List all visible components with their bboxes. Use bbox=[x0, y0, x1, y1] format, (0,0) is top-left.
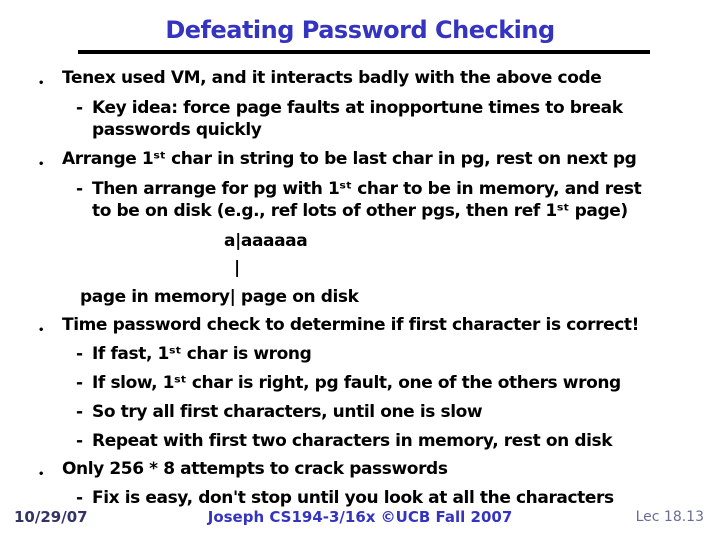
line-text: Tenex used VM, and it interacts badly wi… bbox=[62, 68, 602, 88]
bullet-icon: • bbox=[38, 78, 44, 89]
sub-bullet-item: - Repeat with first two characters in me… bbox=[0, 431, 720, 455]
sub-bullet-item: - Then arrange for pg with 1ˢᵗ char to b… bbox=[0, 179, 720, 203]
line-text: Only 256 * 8 attempts to crack passwords bbox=[62, 459, 448, 479]
line-text: to be on disk (e.g., ref lots of other p… bbox=[92, 201, 628, 221]
line-text: passwords quickly bbox=[92, 120, 262, 140]
sub-bullet-item: - So try all first characters, until one… bbox=[0, 402, 720, 426]
diagram-line: | bbox=[0, 258, 720, 282]
diagram-text: | bbox=[234, 258, 240, 278]
bullet-icon: • bbox=[38, 325, 44, 336]
slide-footer: 10/29/07 Joseph CS194-3/16x ©UCB Fall 20… bbox=[0, 508, 720, 532]
diagram-text: a|aaaaaa bbox=[224, 231, 308, 251]
line-text: Arrange 1ˢᵗ char in string to be last ch… bbox=[62, 149, 637, 169]
bullet-item: • Tenex used VM, and it interacts badly … bbox=[0, 68, 720, 92]
dash-icon: - bbox=[76, 344, 83, 364]
bullet-item: • Arrange 1ˢᵗ char in string to be last … bbox=[0, 149, 720, 173]
wrapped-line: to be on disk (e.g., ref lots of other p… bbox=[0, 201, 720, 225]
sub-bullet-item: - If slow, 1ˢᵗ char is right, pg fault, … bbox=[0, 373, 720, 397]
bullet-icon: • bbox=[38, 159, 44, 170]
title-underline bbox=[78, 50, 650, 54]
sub-bullet-item: - Key idea: force page faults at inoppor… bbox=[0, 98, 720, 122]
dash-icon: - bbox=[76, 373, 83, 393]
wrapped-line: passwords quickly bbox=[0, 120, 720, 144]
bullet-item: • Time password check to determine if fi… bbox=[0, 315, 720, 339]
diagram-line: a|aaaaaa bbox=[0, 231, 720, 255]
line-text: If fast, 1ˢᵗ char is wrong bbox=[92, 344, 312, 364]
dash-icon: - bbox=[76, 98, 83, 118]
footer-lecture-number: Lec 18.13 bbox=[635, 509, 704, 525]
footer-course: Joseph CS194-3/16x ©UCB Fall 2007 bbox=[207, 508, 513, 526]
bullet-icon: • bbox=[38, 469, 44, 480]
line-text: So try all first characters, until one i… bbox=[92, 402, 483, 422]
line-text: Key idea: force page faults at inopportu… bbox=[92, 98, 623, 118]
diagram-text: page in memory| page on disk bbox=[80, 287, 359, 307]
line-text: Then arrange for pg with 1ˢᵗ char to be … bbox=[92, 179, 642, 199]
line-text: If slow, 1ˢᵗ char is right, pg fault, on… bbox=[92, 373, 621, 393]
dash-icon: - bbox=[76, 179, 83, 199]
line-text: Time password check to determine if firs… bbox=[62, 315, 640, 335]
dash-icon: - bbox=[76, 431, 83, 451]
line-text: Fix is easy, don't stop until you look a… bbox=[92, 488, 614, 508]
page-title: Defeating Password Checking bbox=[165, 16, 555, 44]
sub-bullet-item: - If fast, 1ˢᵗ char is wrong bbox=[0, 344, 720, 368]
bullet-item: • Only 256 * 8 attempts to crack passwor… bbox=[0, 459, 720, 483]
sub-bullet-item: - Fix is easy, don't stop until you look… bbox=[0, 488, 720, 512]
dash-icon: - bbox=[76, 488, 83, 508]
dash-icon: - bbox=[76, 402, 83, 422]
diagram-line: page in memory| page on disk bbox=[0, 287, 720, 311]
footer-date: 10/29/07 bbox=[14, 508, 88, 526]
line-text: Repeat with first two characters in memo… bbox=[92, 431, 613, 451]
